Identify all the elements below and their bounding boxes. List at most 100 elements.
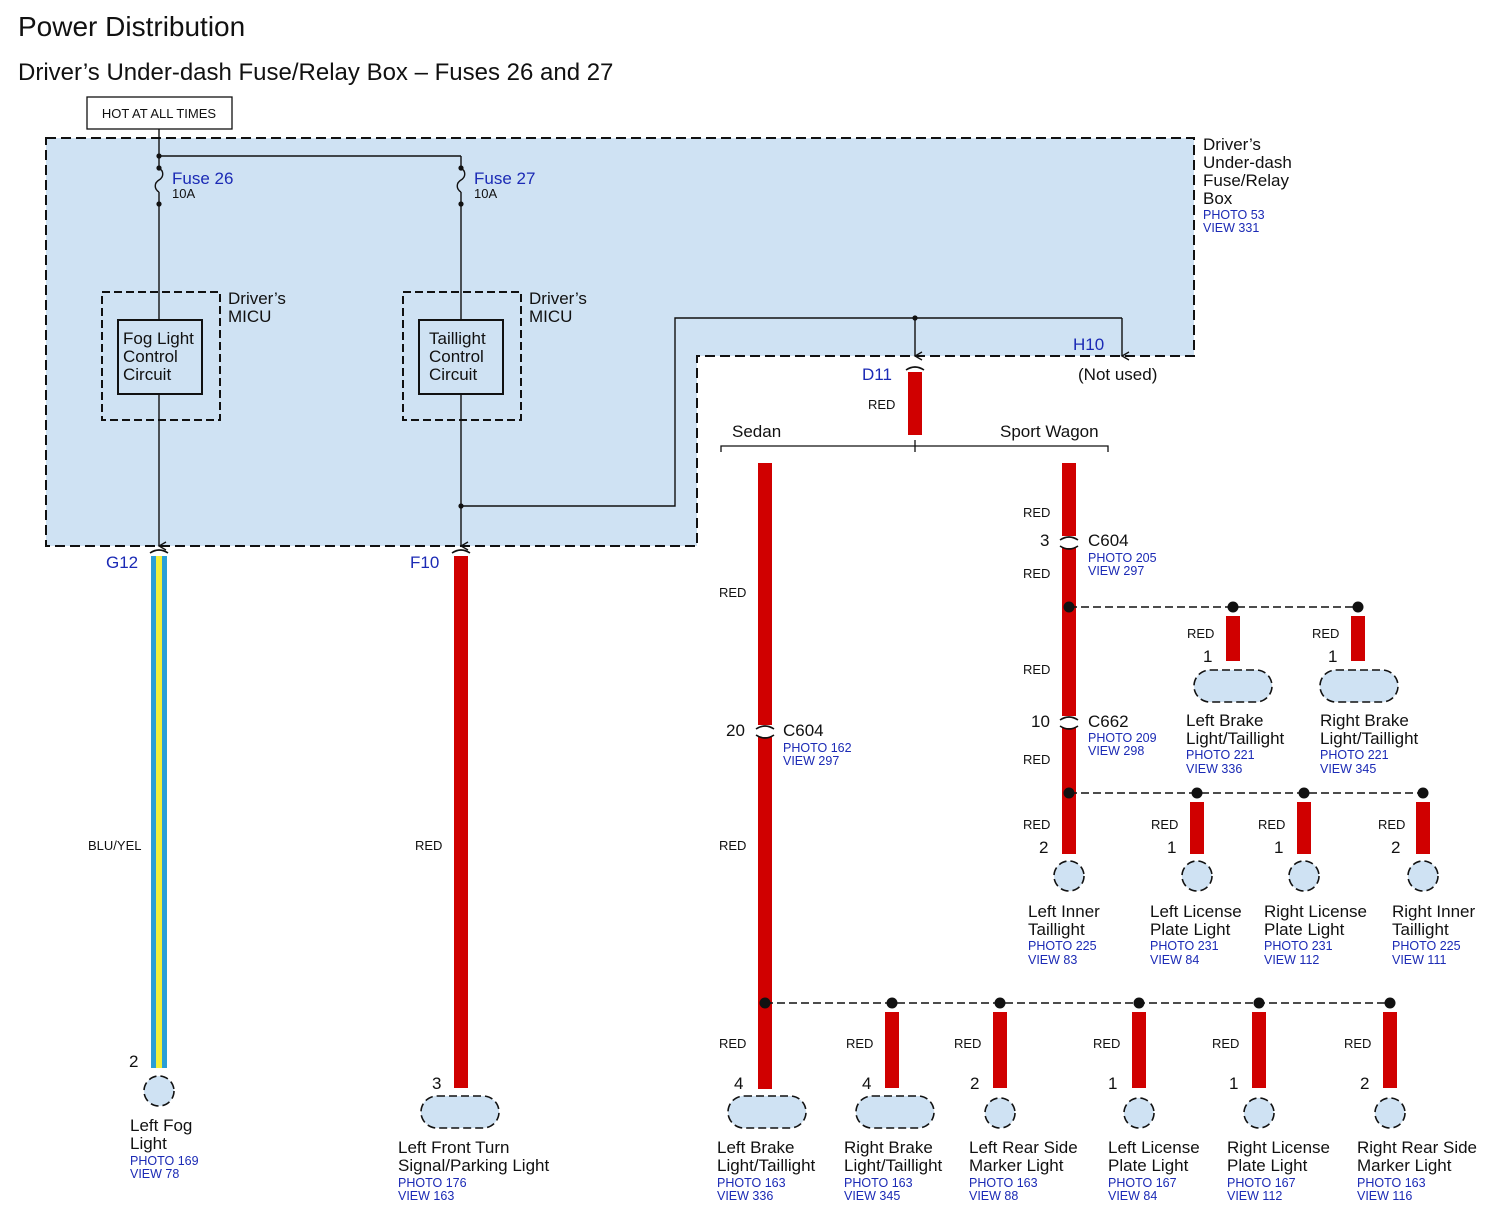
load-name: Left Fog [130, 1116, 192, 1135]
wagon-lower-branch-wires [1190, 802, 1430, 854]
wagon-upper-branch-wires [1226, 616, 1365, 661]
load-name: Left License [1150, 902, 1242, 921]
left-fog-light: 2 Left Fog Light PHOTO 169 VIEW 78 [129, 1052, 199, 1181]
taillight-circuit-label: Circuit [429, 365, 477, 384]
wire-color-label: RED [1212, 1036, 1239, 1051]
sedan-branch-wires [885, 1012, 1397, 1088]
wagon-load-right-brake: 1 Right Brake Light/Taillight PHOTO 221 … [1319, 647, 1419, 776]
page-title: Power Distribution [18, 11, 245, 42]
load-view: VIEW 78 [130, 1167, 179, 1181]
wire-color-label: RED [1151, 817, 1178, 832]
micu-label: MICU [529, 307, 572, 326]
c604-sedan-connector [755, 725, 775, 739]
load-view: VIEW 111 [1392, 953, 1446, 967]
load-view: VIEW 112 [1264, 953, 1319, 967]
load-name: Right Brake [1320, 711, 1409, 730]
load-name: Signal/Parking Light [398, 1156, 549, 1175]
junction-dot [156, 153, 162, 159]
variant-sedan: Sedan [732, 422, 781, 441]
load-name: Taillight [1028, 920, 1085, 939]
connector-pin: 2 [1039, 838, 1048, 857]
wire-color-label: RED [954, 1036, 981, 1051]
wagon-lower-splice-dots [1063, 787, 1429, 799]
load-photo: PHOTO 221 [1320, 748, 1389, 762]
load-photo: PHOTO 167 [1108, 1176, 1177, 1190]
junction-dot [458, 165, 464, 171]
load-name: Plate Light [1108, 1156, 1189, 1175]
terminal-connectors [149, 366, 925, 554]
junction-dot [156, 201, 162, 207]
wire-color-label: RED [1023, 817, 1050, 832]
load-photo: PHOTO 163 [717, 1176, 786, 1190]
hot-label-box [86, 96, 233, 130]
wire-color-label: RED [1023, 566, 1050, 581]
lamp-symbol [1407, 860, 1439, 892]
sedan-load-left-brake: 4 Left Brake Light/Taillight PHOTO 163 V… [717, 1074, 816, 1203]
hot-label: HOT AT ALL TIMES [102, 106, 216, 121]
wagon-load-left-inner-taillight: 2 Left Inner Taillight PHOTO 225 VIEW 83 [1028, 838, 1100, 967]
wire-color-label: RED [719, 1036, 746, 1051]
load-name: Right License [1227, 1138, 1330, 1157]
lamp-symbol [1319, 669, 1399, 703]
micu-label: MICU [228, 307, 271, 326]
lamp-symbol [420, 1095, 500, 1129]
fog-light-control-circuit-box [117, 319, 203, 395]
connector-pin: 20 [726, 721, 745, 740]
wire-color-label: RED [1312, 626, 1339, 641]
wagon-load-right-inner-taillight: 2 Right Inner Taillight PHOTO 225 VIEW 1… [1391, 838, 1475, 967]
connector-photo: PHOTO 209 [1088, 731, 1157, 745]
connector-pin: 1 [1203, 647, 1212, 666]
junction-dot [156, 165, 162, 171]
load-photo: PHOTO 163 [844, 1176, 913, 1190]
sedan-load-right-brake: 4 Right Brake Light/Taillight PHOTO 163 … [844, 1074, 943, 1203]
wire-color-label: RED [1344, 1036, 1371, 1051]
load-name: Light/Taillight [717, 1156, 816, 1175]
load-name: Left Inner [1028, 902, 1100, 921]
wire-color-label: RED [719, 585, 746, 600]
variant-sport-wagon: Sport Wagon [1000, 422, 1099, 441]
connector-pin: 4 [862, 1074, 871, 1093]
wagon-load-right-license-plate: 1 Right License Plate Light PHOTO 231 VI… [1264, 838, 1367, 967]
connector-name: C662 [1088, 712, 1129, 731]
load-name: Left License [1108, 1138, 1200, 1157]
load-name: Left Front Turn [398, 1138, 510, 1157]
fuse-box-label-line: Fuse/Relay [1203, 171, 1289, 190]
fog-circuit-label: Control [123, 347, 178, 366]
fuse-box-outline [45, 137, 1195, 547]
load-name: Light [130, 1134, 167, 1153]
connector-view: VIEW 298 [1088, 744, 1144, 758]
fog-circuit-label: Fog Light [123, 329, 194, 348]
load-view: VIEW 112 [1227, 1189, 1282, 1203]
load-photo: PHOTO 163 [1357, 1176, 1426, 1190]
fuse-box-label-line: Under-dash [1203, 153, 1292, 172]
left-front-turn-signal: 3 Left Front Turn Signal/Parking Light P… [398, 1074, 549, 1203]
load-name: Taillight [1392, 920, 1449, 939]
fuse-box-label: Driver’s Under-dash Fuse/Relay Box PHOTO… [1203, 135, 1292, 235]
page-subtitle: Driver’s Under-dash Fuse/Relay Box – Fus… [18, 59, 613, 86]
fuse-27-rating: 10A [474, 186, 497, 201]
lamp-symbol [984, 1097, 1016, 1129]
wagon-load-left-license-plate: 1 Left License Plate Light PHOTO 231 VIE… [1150, 838, 1242, 967]
load-name: Right Inner [1392, 902, 1475, 921]
micu-outline [101, 291, 221, 421]
red-wire [454, 556, 468, 1088]
micu-outline [402, 291, 522, 421]
wire-color-label: RED [1187, 626, 1214, 641]
lamp-symbol [727, 1095, 807, 1129]
red-wire [1062, 548, 1076, 716]
terminal-g12: G12 [106, 553, 138, 572]
junction-dot [458, 503, 464, 509]
fuse-27-label: Fuse 27 [474, 169, 535, 188]
lamp-symbol [1193, 669, 1273, 703]
taillight-control-circuit-box [418, 319, 504, 395]
load-view: VIEW 336 [717, 1189, 773, 1203]
connector-pin: 1 [1274, 838, 1283, 857]
fuse-26-rating: 10A [172, 186, 195, 201]
load-name: Marker Light [1357, 1156, 1452, 1175]
connector-view: VIEW 297 [1088, 564, 1144, 578]
connector-pin: 10 [1031, 712, 1050, 731]
wire-color-label: RED [1378, 817, 1405, 832]
lamp-symbol [1374, 1097, 1406, 1129]
lamp-symbol [1053, 860, 1085, 892]
